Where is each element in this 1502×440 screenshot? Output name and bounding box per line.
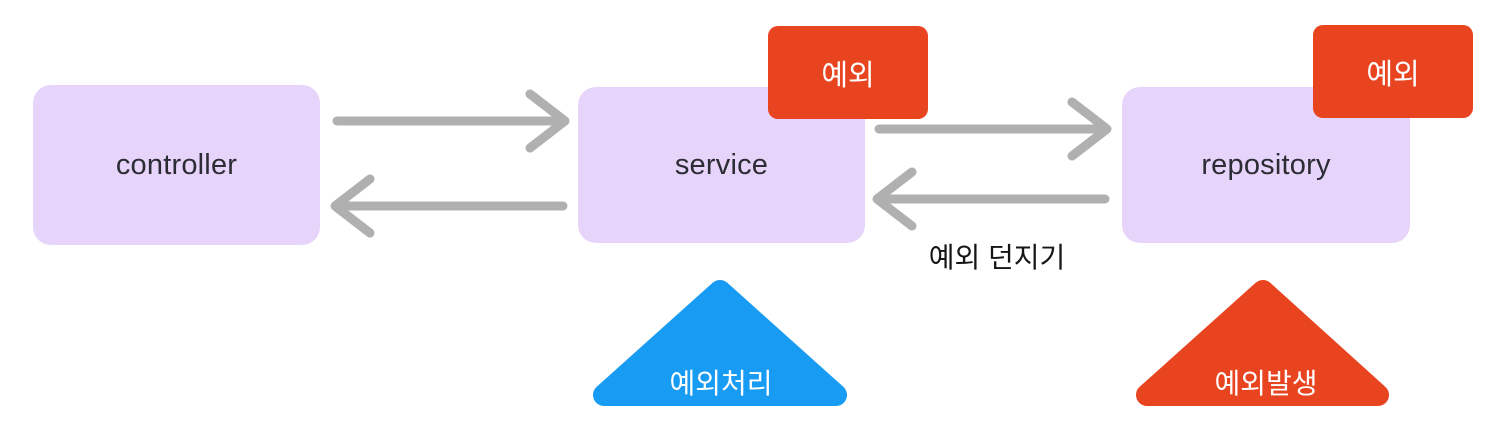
repository-node-label: repository — [1201, 148, 1331, 181]
exception-handling-label: 예외처리 — [669, 368, 773, 399]
arrow-service-to-controller-icon — [330, 174, 568, 238]
repository-exception-badge: 예외 — [1313, 25, 1473, 118]
controller-node: controller — [33, 85, 320, 245]
service-exception-badge: 예외 — [768, 26, 928, 119]
repository-exception-badge-label: 예외 — [1366, 58, 1420, 91]
service-node: service — [578, 87, 865, 243]
service-node-label: service — [674, 148, 769, 181]
controller-node-label: controller — [115, 148, 238, 181]
arrow-repository-to-service-icon — [872, 167, 1110, 231]
exception-occurred-label: 예외발생 — [1214, 368, 1318, 399]
throw-exception-label: 예외 던지기 — [928, 242, 1066, 273]
service-exception-badge-label: 예외 — [821, 59, 875, 92]
arrow-controller-to-service-icon — [332, 89, 570, 153]
